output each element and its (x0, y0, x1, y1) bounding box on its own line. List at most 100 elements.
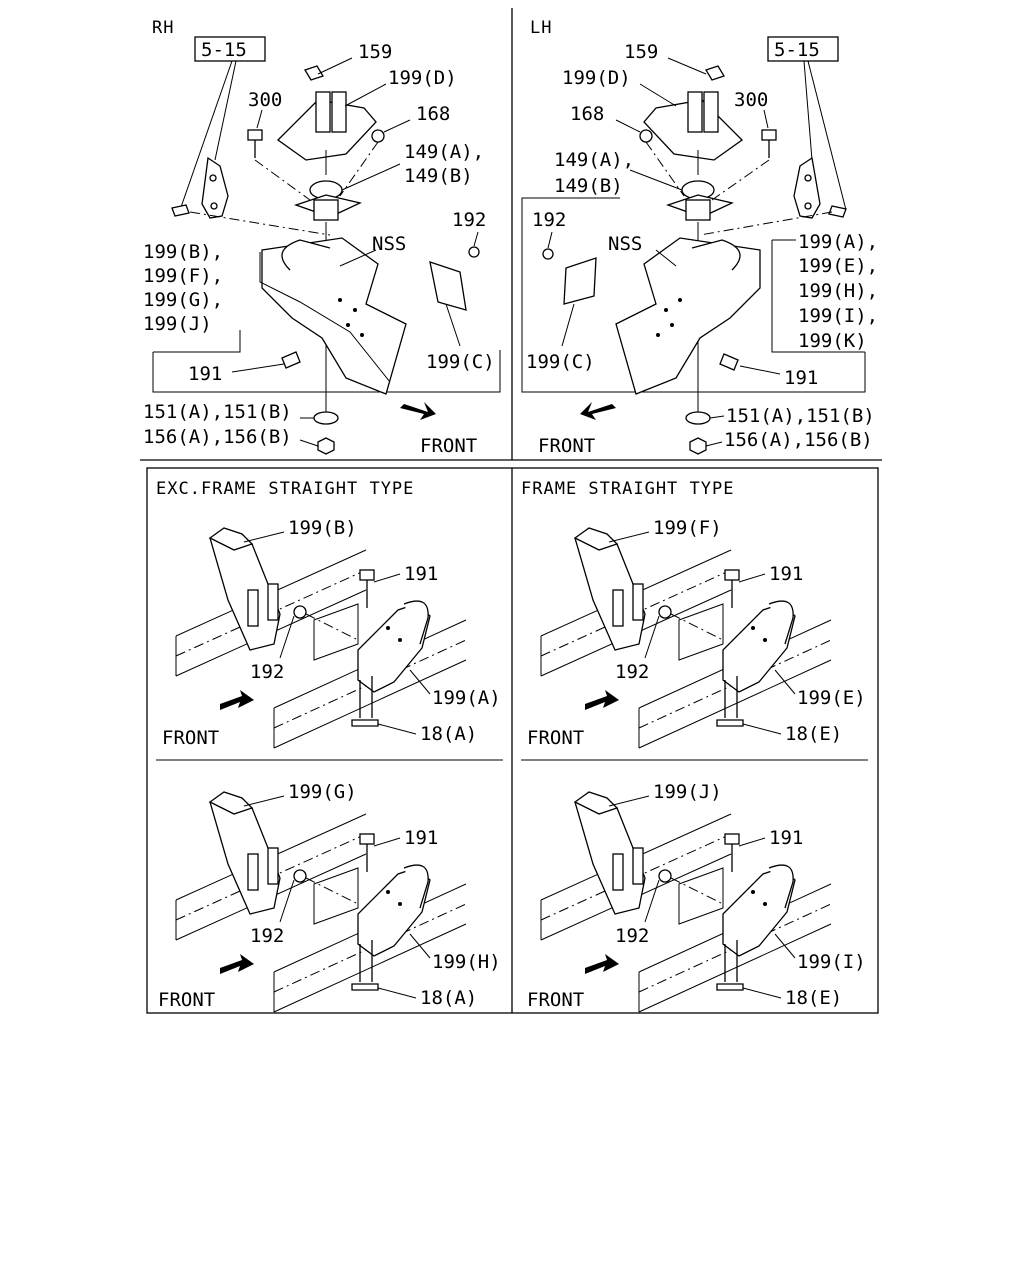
lh-bracket-ear-1 (687, 91, 703, 133)
rh-ref-leader-b (214, 60, 237, 161)
panel-art (175, 791, 467, 1013)
rh-leader-156 (299, 439, 319, 447)
rh-label-199g: 199(G), (143, 289, 223, 311)
rh-label-front: FRONT (420, 435, 477, 457)
panel-art (175, 527, 467, 749)
label-lower: 199(E) (797, 687, 866, 709)
leader-upper (608, 531, 650, 543)
rh-ref-leader-a (179, 60, 233, 211)
lh-outline-box (521, 197, 866, 393)
rh-label-199c: 199(C) (426, 351, 495, 373)
rh-assy-line-1 (254, 159, 311, 201)
lh-bracket-ear-2 (703, 91, 719, 133)
rh-clip-159 (304, 65, 324, 81)
label-nut: 192 (615, 925, 649, 947)
rh-hole-b (353, 308, 357, 312)
lh-bracket-hole-2 (804, 202, 812, 210)
bottom-left-title: EXC.FRAME STRAIGHT TYPE (156, 479, 414, 499)
lh-clip-159 (705, 65, 725, 81)
rh-plate-199c (429, 261, 467, 311)
label-front: FRONT (527, 989, 584, 1011)
lh-assy-line-1 (711, 159, 770, 201)
panel-exc-lower: 199(G) 191 192 199(H) 18(A) FRONT (158, 781, 501, 1013)
lh-leader-199d (639, 83, 677, 107)
lh-label-199d: 199(D) (562, 67, 631, 89)
label-lower: 199(A) (432, 687, 501, 709)
rh-bracket-hole (209, 174, 217, 182)
lh-label-nss: NSS (608, 233, 642, 255)
lh-label-300: 300 (734, 89, 768, 111)
lh-nut-156 (689, 437, 707, 455)
rh-hole-d (360, 333, 364, 337)
lh-label-168: 168 (570, 103, 604, 125)
lh-label-199h: 199(H), (798, 280, 878, 302)
leader-bolt (373, 573, 401, 583)
lh-ref-text: 5-15 (774, 39, 820, 61)
rh-hook (281, 239, 331, 271)
leader-lower (409, 669, 431, 695)
lh-leader-156 (705, 441, 723, 447)
label-nut: 192 (250, 925, 284, 947)
lh-hole-a (678, 298, 682, 302)
bottom-right-title: FRAME STRAIGHT TYPE (521, 479, 734, 499)
label-bolt: 191 (769, 827, 803, 849)
rh-label-149b: 149(B) (404, 165, 473, 187)
panel-exc-upper: 199(B) 191 192 199(A) 18(A) FRONT (162, 517, 501, 749)
rh-leader-192 (473, 231, 479, 247)
lh-leader-191 (739, 365, 781, 375)
lh-label-199a: 199(A), (798, 231, 878, 253)
lh-bolt-191 (719, 353, 739, 371)
leader-lower (774, 669, 796, 695)
lh-frame-bracket (615, 237, 761, 395)
leader-stud (742, 723, 782, 735)
rh-label-300: 300 (248, 89, 282, 111)
lh-bolt-300-head (761, 129, 777, 141)
leader-lower (409, 933, 431, 959)
rh-leader-149 (341, 163, 401, 191)
lh-hook (691, 239, 741, 271)
lh-ref-box[interactable] (767, 36, 839, 62)
rh-label-149a: 149(A), (404, 141, 484, 163)
rh-label-199j: 199(J) (143, 313, 212, 335)
lh-side-bolt (828, 205, 847, 218)
rh-leader-191 (231, 363, 285, 373)
rh-side-bracket (201, 156, 229, 219)
label-front: FRONT (162, 727, 219, 749)
label-lower: 199(H) (432, 951, 501, 973)
rh-label-199b: 199(B), (143, 241, 223, 263)
rh-label-199d: 199(D) (388, 67, 457, 89)
lh-label-191: 191 (784, 367, 818, 389)
rh-side-bolt (171, 204, 190, 217)
label-bolt: 191 (404, 563, 438, 585)
label-bolt: 191 (769, 563, 803, 585)
rh-ref-box[interactable] (194, 36, 266, 62)
lh-hole-b (664, 308, 668, 312)
panel-straight-lower: 199(J) 191 192 199(I) 18(E) FRONT (527, 781, 866, 1013)
rh-leader-168 (383, 119, 411, 133)
lh-leader-199c (561, 303, 575, 347)
label-upper: 199(G) (288, 781, 357, 803)
rh-hole-a (338, 298, 342, 302)
rh-bolt-300-head (247, 129, 263, 141)
rh-bracket-ear-2 (331, 91, 347, 133)
rh-bracket-hole-2 (210, 202, 218, 210)
leader-upper (243, 531, 285, 543)
rh-label-159: 159 (358, 41, 392, 63)
lh-label-192: 192 (532, 209, 566, 231)
lh-leader-300 (763, 109, 769, 129)
rh-nut-156 (317, 437, 335, 455)
rh-nut-192 (468, 246, 480, 258)
lh-label-149b: 149(B) (554, 175, 623, 197)
rh-leader-nss (339, 249, 377, 267)
label-nut: 192 (250, 661, 284, 683)
lh-hole-c (670, 323, 674, 327)
leader-nut (644, 879, 660, 923)
rh-front-arrow (400, 402, 436, 420)
lh-plate-199c (563, 257, 597, 305)
lh-view: LH 5-15 (521, 18, 878, 457)
rh-label-199f: 199(F), (143, 265, 223, 287)
lh-label-front: FRONT (538, 435, 595, 457)
rh-assy-line-3 (189, 211, 331, 236)
rh-assy-line-2 (339, 141, 379, 197)
